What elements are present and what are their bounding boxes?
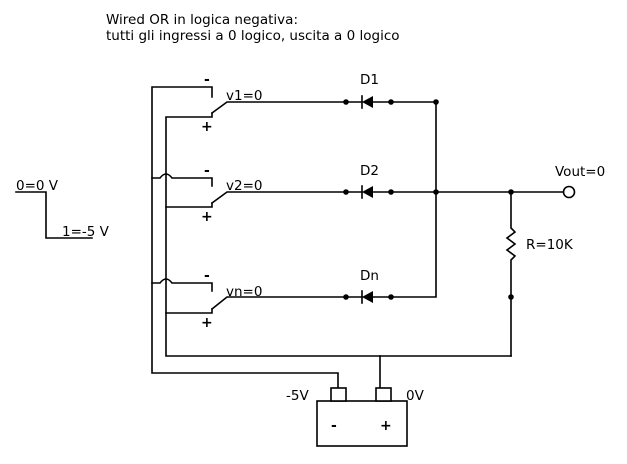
battery-neg-label: -5V: [286, 388, 309, 404]
vn-minus-wire: [151, 278, 213, 292]
negative-bus: [151, 86, 339, 389]
logic-level-legend: 0=0 V 1=-5 V: [15, 178, 110, 240]
switch-v1-minus: -: [204, 72, 210, 88]
battery-neg-sign: -: [331, 418, 337, 434]
d2-label: D2: [360, 163, 379, 179]
d1-triangle: [362, 96, 373, 108]
d2-triangle: [362, 186, 373, 198]
switch-v2-arm: [210, 191, 346, 205]
switch-vn: - + vn=0: [201, 268, 346, 331]
dn-anode-node: [388, 294, 394, 300]
battery-pos-sign: +: [380, 418, 392, 434]
battery-body: [316, 400, 408, 447]
negative-bus-wire: [151, 86, 339, 389]
switch-v1-arm: [210, 101, 346, 115]
title-line-2: tutti gli ingressi a 0 logico, uscita a …: [106, 28, 400, 44]
dn-label: Dn: [360, 268, 379, 284]
switch-v1: - + v1=0: [201, 72, 346, 135]
switch-vn-minus: -: [204, 268, 210, 284]
battery-neg-terminal: [330, 387, 347, 402]
d2-anode-node: [388, 189, 394, 195]
d1-label: D1: [360, 72, 379, 88]
dn-lead-right: [372, 101, 437, 298]
output-section: Vout=0 R=10K: [505, 164, 605, 357]
switch-v2-plus: +: [201, 209, 213, 225]
v2-plus-wire: [165, 202, 213, 208]
title-line-1: Wired OR in logica negativa:: [106, 12, 298, 28]
switch-vn-label: vn=0: [226, 284, 262, 300]
vout-terminal: [562, 185, 576, 199]
battery-pos-terminal: [375, 387, 392, 402]
d1-anode-node: [388, 99, 394, 105]
v2-minus-wire: [151, 173, 213, 187]
switch-vn-arm: [210, 296, 346, 311]
dn-triangle: [362, 291, 373, 303]
vn-plus-wire: [165, 308, 213, 314]
diode-dn: Dn: [343, 101, 437, 304]
switch-v1-plus: +: [201, 119, 213, 135]
ground-bus: [165, 112, 512, 389]
level-waveform: [15, 191, 93, 239]
battery-pos-label: 0V: [406, 388, 425, 404]
resistor-symbol: [505, 191, 517, 357]
switch-v2: - + v2=0: [201, 163, 346, 225]
diode-d1: D1: [343, 72, 439, 109]
level-1-label: 1=-5 V: [62, 224, 110, 240]
resistor-bottom-node: [508, 294, 514, 300]
level-0-label: 0=0 V: [16, 178, 59, 194]
ground-bus-wire: [165, 112, 512, 357]
switch-vn-plus: +: [201, 315, 213, 331]
battery: - + -5V 0V: [286, 387, 425, 447]
switch-v2-label: v2=0: [226, 178, 262, 194]
switch-v2-minus: -: [204, 163, 210, 179]
resistor-label: R=10K: [526, 237, 574, 253]
switch-v1-label: v1=0: [226, 88, 262, 104]
diode-d2: D2: [343, 163, 564, 199]
vout-label: Vout=0: [555, 164, 605, 180]
